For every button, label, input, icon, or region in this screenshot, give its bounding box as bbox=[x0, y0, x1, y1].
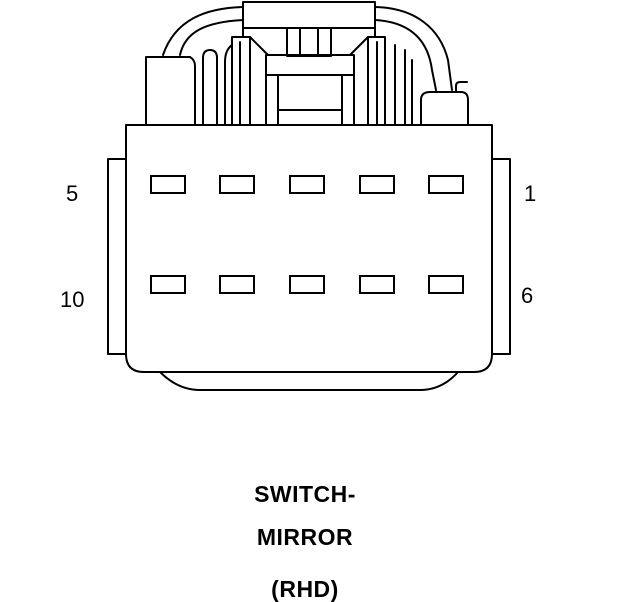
pin-cavity-9 bbox=[219, 275, 255, 294]
pin-cavity-8 bbox=[289, 275, 325, 294]
connector-caption-line-2: MIRROR bbox=[256, 524, 354, 550]
pin-label-1: 1 bbox=[524, 181, 537, 206]
pin-cavity-2 bbox=[359, 175, 395, 194]
pin-cavity-10 bbox=[150, 275, 186, 294]
left-bracket bbox=[107, 158, 127, 355]
connector-caption-line-1: SWITCH- bbox=[254, 481, 356, 507]
connector-body bbox=[125, 124, 493, 373]
pin-cavity-6 bbox=[428, 275, 464, 294]
connector-skirt bbox=[159, 371, 459, 391]
pin-cavity-3 bbox=[289, 175, 325, 194]
connector-lock bbox=[265, 54, 355, 76]
connector-post bbox=[420, 91, 469, 126]
connector-caption-line-3: (RHD) bbox=[271, 576, 339, 602]
pin-label-5: 5 bbox=[66, 181, 79, 206]
pin-label-10: 10 bbox=[60, 287, 85, 312]
right-bracket bbox=[491, 158, 511, 355]
connector-latch bbox=[242, 1, 376, 29]
pin-label-6: 6 bbox=[521, 283, 534, 308]
pin-cavity-4 bbox=[219, 175, 255, 194]
pin-cavity-1 bbox=[428, 175, 464, 194]
connector-hood-arch bbox=[162, 6, 244, 56]
connector-left-block bbox=[145, 56, 196, 126]
pin-cavity-5 bbox=[150, 175, 186, 194]
pin-cavity-7 bbox=[359, 275, 395, 294]
